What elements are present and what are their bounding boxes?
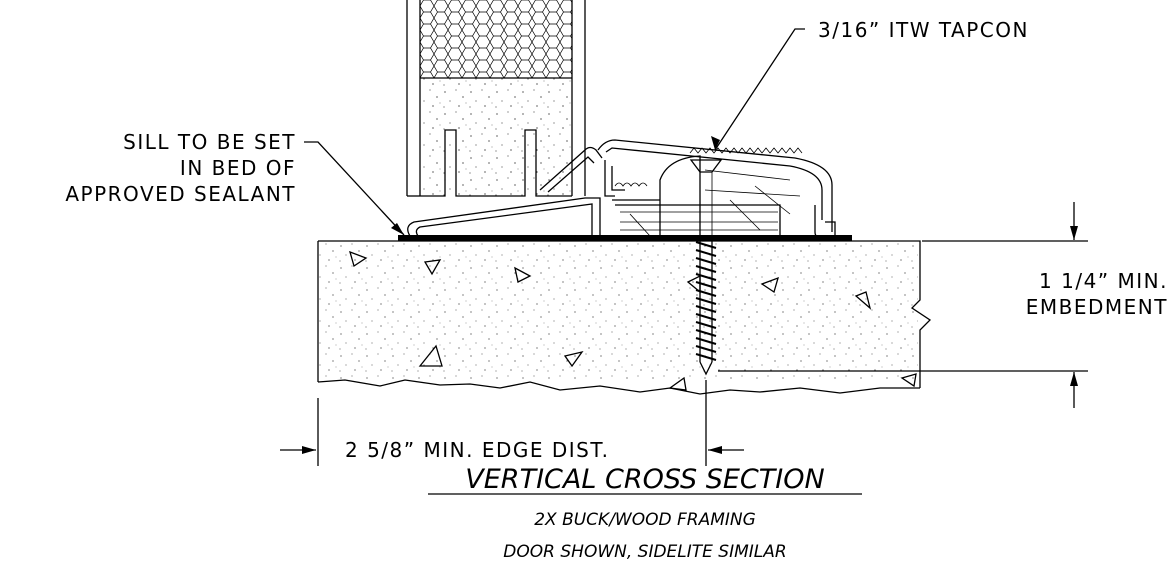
wood-insert — [615, 155, 801, 239]
title-block: VERTICAL CROSS SECTION 2X BUCK/WOOD FRAM… — [428, 464, 862, 562]
sill-note-line-1: SILL TO BE SET — [123, 130, 296, 154]
door-panel — [406, 0, 586, 197]
fastener-leader: 3/16” ITW TAPCON — [711, 18, 1029, 151]
drawing-title: VERTICAL CROSS SECTION — [465, 464, 824, 495]
sill-note-line-3: APPROVED SEALANT — [65, 182, 296, 206]
edge-distance-label: 2 5/8” MIN. EDGE DIST. — [345, 438, 610, 462]
drawing-subtitle-2: DOOR SHOWN, SIDELITE SIMILAR — [503, 542, 786, 562]
sill-note-line-2: IN BED OF — [180, 156, 296, 180]
embedment-label-line-1: 1 1/4” MIN. — [1039, 269, 1168, 293]
sealant-bed — [398, 235, 852, 241]
edge-distance-dimension: 2 5/8” MIN. EDGE DIST. — [280, 380, 744, 466]
embedment-dimension: 1 1/4” MIN. EMBEDMENT — [718, 202, 1168, 408]
sealant-leader: SILL TO BE SET IN BED OF APPROVED SEALAN… — [65, 130, 405, 236]
concrete-slab — [317, 240, 932, 395]
drawing-subtitle-1: 2X BUCK/WOOD FRAMING — [534, 510, 756, 530]
embedment-label-line-2: EMBEDMENT — [1026, 295, 1168, 319]
fastener-label: 3/16” ITW TAPCON — [818, 18, 1029, 42]
